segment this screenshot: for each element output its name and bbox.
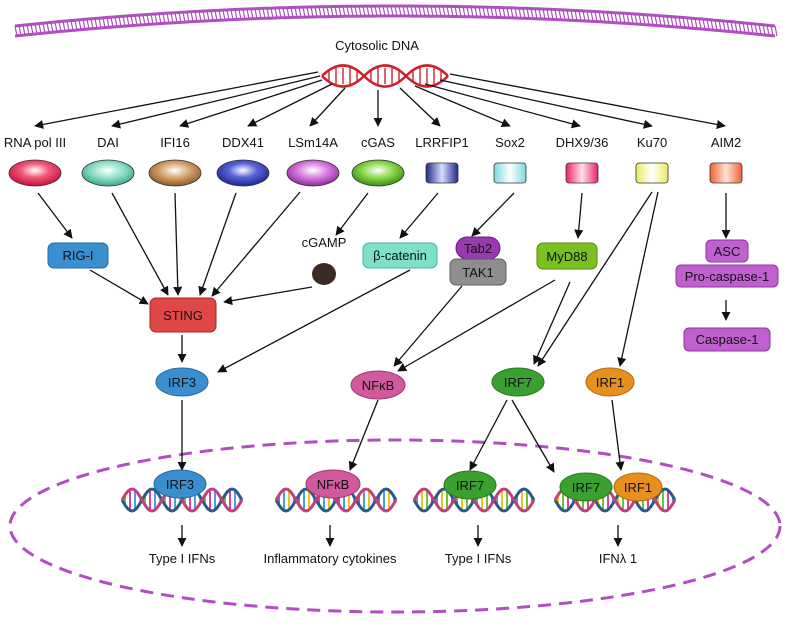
irf7-nucleus-node-1 [443,470,497,500]
irf1-cytoplasm-node [585,367,635,397]
nuclear-dna-helices [120,487,677,513]
rig-i-label: RIG-I [62,248,93,263]
sensor-label-dai: DAI [97,135,119,150]
tak1-box [449,258,507,286]
sensor-label-dhx9-36: DHX9/36 [556,135,609,150]
nfkb-cytoplasm-node [350,370,406,400]
sensor-shape-ddx41 [216,159,270,187]
caspase-1-box [683,327,771,352]
sensor-shape-lrrfip1 [425,162,459,184]
sensor-shape-sox2 [493,162,527,184]
sensor-label-ku70: Ku70 [637,135,667,150]
dna-sensor-arrows [34,71,726,129]
dna-helix-icon [321,64,449,88]
irf7-nucleus-label-1: IRF7 [456,478,484,493]
cell-membrane [14,4,778,38]
sensor-label-aim2: AIM2 [711,135,741,150]
sensor-label-rna-pol-iii: RNA pol III [4,135,66,150]
sensor-shape-aim2 [709,162,743,184]
sensor-shape-rna-pol-iii [8,159,62,187]
pro-caspase-1-label: Pro-caspase-1 [685,269,770,284]
cytosolic-dna-label: Cytosolic DNA [335,38,419,53]
sensor-shape-ifi16 [148,159,202,187]
myd88-box [536,242,598,270]
output-type-i-ifns-1: Type I IFNs [149,551,216,566]
irf7-nucleus-node-2 [559,472,613,502]
asc-label: ASC [714,244,741,259]
irf1-nucleus-node [613,472,663,502]
nfkb-nucleus-label: NFκB [317,477,350,492]
asc-box [705,239,749,263]
cgamp-molecule-icon [312,263,336,285]
irf3-nucleus-label: IRF3 [166,477,194,492]
sensor-label-cgas: cGAS [361,135,395,150]
nucleus-membrane [8,438,782,614]
nfkb-cytoplasm-label: NFκB [362,378,395,393]
pro-caspase-1-box [675,264,779,288]
sensor-shape-ku70 [635,162,669,184]
irf3-cytoplasm-label: IRF3 [168,375,196,390]
myd88-label: MyD88 [546,249,587,264]
nfkb-nucleus-node [305,469,361,499]
sensor-label-lrrfip1: LRRFIP1 [415,135,468,150]
irf7-nucleus-label-2: IRF7 [572,480,600,495]
sensor-shape-cgas [351,159,405,187]
irf3-nucleus-node [153,469,207,499]
irf3-cytoplasm-node [155,367,209,397]
output-inflammatory-cytokines: Inflammatory cytokines [264,551,397,566]
irf7-cytoplasm-node [491,367,545,397]
sensor-shape-lsm14a [286,159,340,187]
sting-label: STING [163,308,203,323]
signaling-arrows [37,191,731,547]
beta-catenin-box [362,242,438,269]
sensor-label-sox2: Sox2 [495,135,525,150]
sensor-label-ifi16: IFI16 [160,135,190,150]
rig-i-box [47,242,109,269]
sting-box [149,297,217,333]
irf1-cytoplasm-label: IRF1 [596,375,624,390]
beta-catenin-label: β-catenin [373,248,427,263]
output-ifn-lambda-1: IFNλ 1 [599,551,637,566]
tab2-label: Tab2 [464,241,492,256]
irf7-cytoplasm-label: IRF7 [504,375,532,390]
irf1-nucleus-label: IRF1 [624,480,652,495]
caspase-1-label: Caspase-1 [696,332,759,347]
output-type-i-ifns-2: Type I IFNs [445,551,512,566]
sensor-shape-dhx9-36 [565,162,599,184]
sensor-shape-dai [81,159,135,187]
tak1-label: TAK1 [462,265,494,280]
sensor-label-lsm14a: LSm14A [288,135,338,150]
cgamp-label: cGAMP [302,235,347,250]
sensor-label-ddx41: DDX41 [222,135,264,150]
